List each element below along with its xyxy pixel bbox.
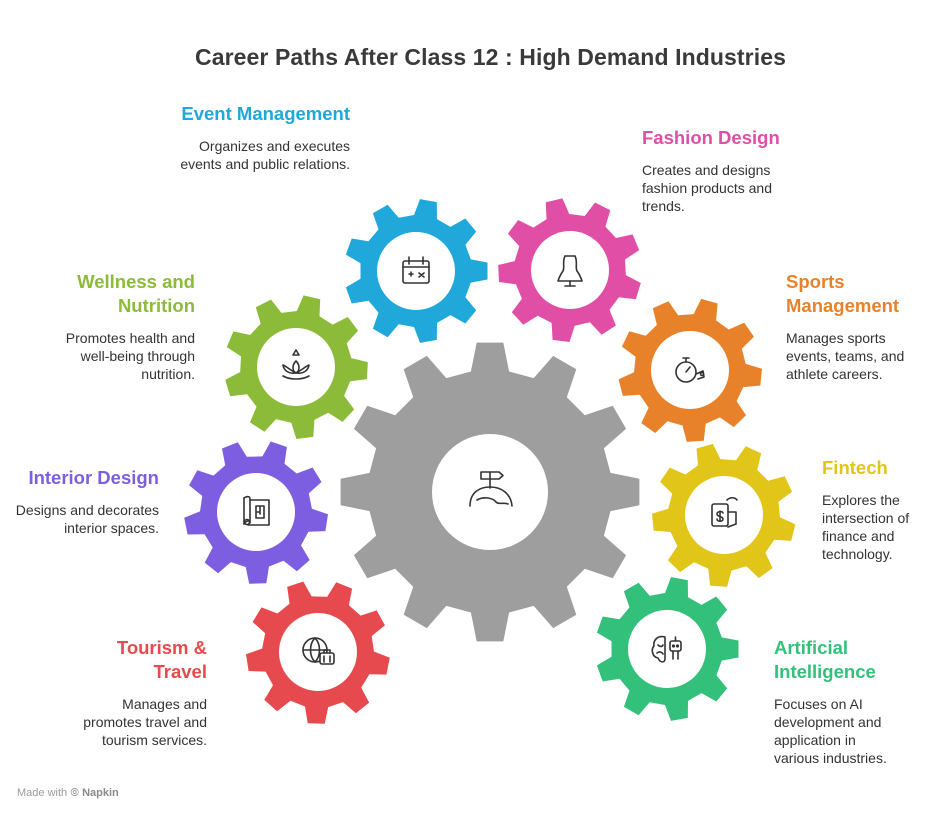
dress-form-icon	[557, 255, 583, 287]
globe-luggage-icon	[302, 637, 335, 665]
fashion-design-description: Creates and designs fashion products and…	[642, 162, 772, 214]
artificial-intelligence-gear	[596, 577, 739, 721]
label-fintech: Fintech Explores the intersection of fin…	[822, 456, 944, 563]
fintech-title: Fintech	[822, 457, 888, 478]
napkin-logo-icon: ⦾	[70, 787, 80, 799]
calendar-icon	[402, 256, 430, 284]
label-interior-design: Interior Design Designs and decorates in…	[12, 466, 159, 537]
lotus-icon	[282, 349, 310, 380]
sports-management-description: Manages sports events, teams, and athlet…	[786, 330, 905, 382]
event-management-gear	[345, 199, 488, 343]
artificial-intelligence-gear-hub	[628, 610, 706, 688]
wellness-nutrition-description: Promotes health and well-being through n…	[65, 330, 195, 382]
label-artificial-intelligence: Artificial Intelligence Focuses on AI de…	[774, 636, 904, 767]
tourism-travel-description: Manages and promotes travel and tourism …	[83, 696, 207, 748]
sports-management-gear	[618, 298, 762, 442]
artificial-intelligence-title: Artificial Intelligence	[774, 637, 876, 682]
label-event-management: Event Management Organizes and executes …	[170, 102, 350, 173]
tourism-travel-title: Tourism & Travel	[116, 637, 207, 682]
wellness-nutrition-title: Wellness and Nutrition	[77, 271, 195, 316]
wallet-phone-icon	[711, 496, 738, 528]
sports-management-title: Sports Management	[786, 271, 900, 316]
stopwatch-whistle-icon	[675, 357, 705, 383]
fashion-design-title: Fashion Design	[642, 127, 780, 148]
fintech-gear-hub	[685, 476, 763, 554]
fashion-design-gear-hub	[531, 231, 609, 309]
center-gear	[340, 342, 640, 642]
sports-management-gear-hub	[651, 331, 729, 409]
blueprint-icon	[243, 495, 270, 526]
label-fashion-design: Fashion Design Creates and designs fashi…	[642, 126, 802, 215]
event-management-title: Event Management	[181, 103, 350, 124]
ai-brain-icon	[651, 635, 682, 663]
artificial-intelligence-description: Focuses on AI development and applicatio…	[774, 696, 887, 766]
label-sports-management: Sports Management Manages sports events,…	[786, 270, 921, 383]
tourism-travel-gear	[246, 581, 390, 724]
fintech-description: Explores the intersection of finance and…	[822, 492, 910, 562]
fashion-design-gear	[498, 198, 641, 342]
signpost-globe-icon	[469, 471, 513, 507]
wellness-nutrition-gear-hub	[257, 328, 335, 406]
made-with-text: Made with	[17, 787, 68, 799]
tourism-travel-gear-hub	[279, 613, 357, 691]
event-management-description: Organizes and executes events and public…	[180, 138, 350, 172]
label-tourism-travel: Tourism & Travel Manages and promotes tr…	[66, 636, 207, 749]
interior-design-title: Interior Design	[28, 467, 159, 488]
interior-design-description: Designs and decorates interior spaces.	[15, 502, 159, 536]
fintech-gear	[652, 443, 796, 587]
made-with-footer: Made with ⦾ Napkin	[17, 787, 119, 800]
wellness-nutrition-gear	[225, 295, 368, 439]
page-title: Career Paths After Class 12 : High Deman…	[194, 44, 787, 70]
event-management-gear-hub	[377, 232, 455, 310]
center-gear-hub	[432, 434, 548, 550]
napkin-brand: Napkin	[82, 787, 119, 799]
label-wellness-nutrition: Wellness and Nutrition Promotes health a…	[40, 270, 195, 383]
